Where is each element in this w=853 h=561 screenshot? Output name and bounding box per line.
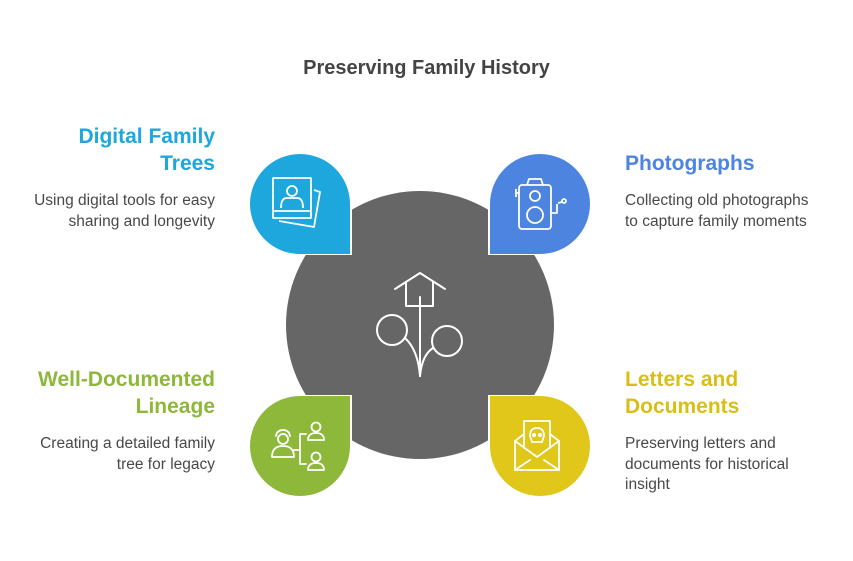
photo-portrait-icon (272, 177, 321, 228)
diagram-title: Preserving Family History (303, 57, 550, 79)
digital-family-trees-shape (250, 154, 350, 254)
photographs-description: Collecting old photographs to capture fa… (625, 192, 809, 230)
well-documented-lineage-heading-line1: Well-Documented (38, 368, 215, 391)
letters-and-documents-heading-line1: Letters and (625, 368, 739, 391)
vintage-camera-icon (515, 178, 567, 230)
family-tree-people-icon (271, 421, 325, 471)
well-documented-lineage-heading-line2: Lineage (135, 395, 215, 418)
digital-family-trees-heading-line2: Trees (160, 152, 215, 175)
digital-family-trees-description: Using digital tools for easy sharing and… (34, 192, 215, 230)
letters-and-documents-description: Preserving letters and documents for his… (625, 435, 789, 493)
letters-and-documents-heading-line2: Documents (625, 395, 740, 418)
envelope-letter-icon (514, 420, 560, 471)
letters-and-documents-shape (490, 396, 590, 496)
well-documented-lineage-description: Creating a detailed family tree for lega… (40, 435, 215, 473)
photographs-shape (490, 154, 590, 254)
photographs-heading: Photographs (625, 152, 755, 175)
photographs-block: Photographs Collecting old photographs t… (625, 150, 815, 232)
family-home-tree-icon (376, 272, 463, 377)
digital-family-trees-heading-line1: Digital Family (78, 125, 215, 148)
